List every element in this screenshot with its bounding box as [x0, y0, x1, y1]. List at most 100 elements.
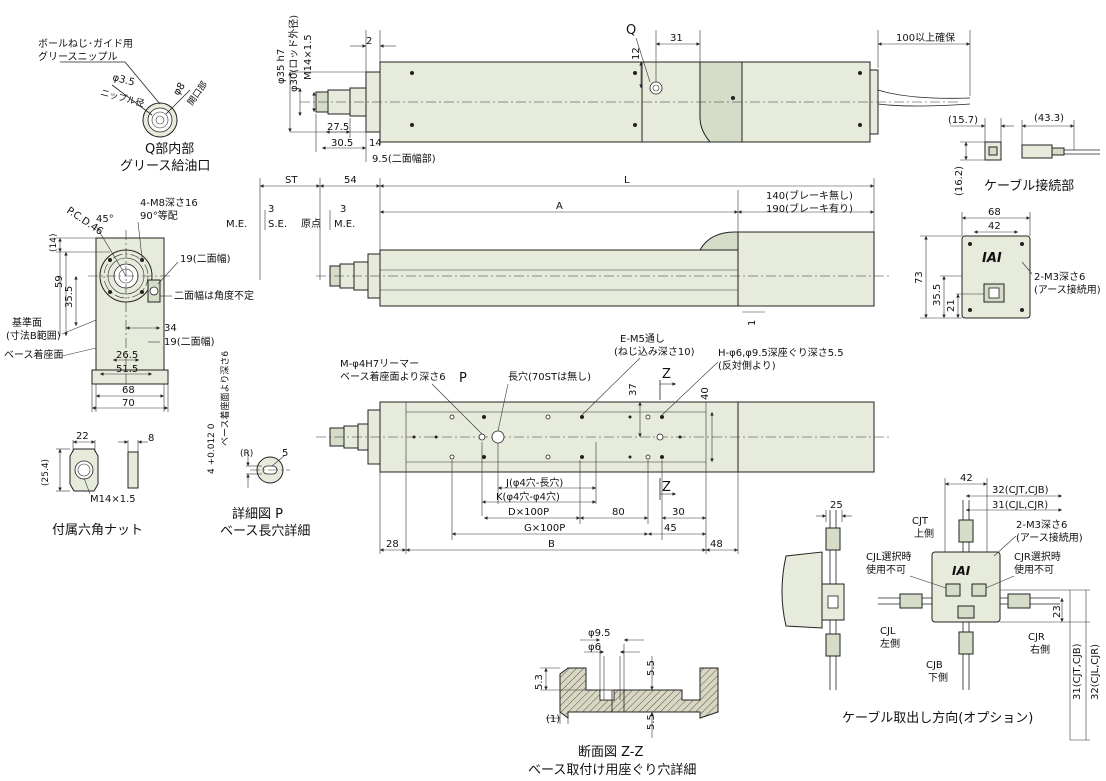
top-dim-100: 100以上確保: [896, 31, 955, 44]
zz-phi95: φ9.5: [588, 628, 611, 639]
side-view: ST 54 L A 140(ブレーキ無し) 190(ブレーキ有り) M.E. 3…: [226, 175, 890, 326]
front-deg45: 45°: [96, 214, 114, 225]
detail-p-sub-caption: ベース長穴詳細: [220, 523, 310, 539]
opt-cjb2: 下側: [928, 671, 948, 684]
bottom-dim-37: 37: [628, 383, 639, 396]
cable-dim-162: (16.2): [954, 166, 965, 196]
end-dim-21: 21: [946, 299, 957, 312]
top-dim-275: 27.5: [327, 122, 349, 133]
end-dim-355: 35.5: [932, 284, 943, 306]
zz-phi6: φ6: [588, 642, 601, 653]
bottom-b: B: [548, 539, 555, 550]
q-nipple-dia: ニップル径: [99, 86, 146, 109]
side-brake2: 190(ブレーキ有り): [766, 202, 853, 215]
q-opening: 開口部: [185, 79, 210, 108]
opt-dim-25: 25: [830, 500, 843, 511]
bottom-dim-40: 40: [700, 387, 711, 400]
bottom-k: K(φ4穴-φ4穴): [496, 490, 560, 503]
front-ref-b: (寸法B範囲): [6, 329, 61, 342]
cable-direction-caption: ケーブル取出し方向(オプション): [842, 710, 1033, 726]
opt-dim-23: 23: [1052, 605, 1063, 618]
opt-m3a: 2-M3深さ6: [1016, 519, 1067, 531]
top-dim-31: 31: [670, 33, 683, 44]
q-phi8: φ8: [171, 81, 187, 98]
opt-v31: 31(CJT,CJB): [1072, 643, 1083, 700]
top-q-label: Q: [626, 23, 636, 38]
bottom-g100: G×100P: [524, 523, 565, 534]
side-dim-54: 54: [344, 175, 357, 186]
front-dim-14: (14): [49, 234, 59, 252]
bottom-em5b: (ねじ込み深さ10): [614, 346, 695, 358]
cable-dim-157: (15.7): [948, 115, 978, 126]
cable-connection-caption: ケーブル接続部: [984, 178, 1074, 194]
side-st: ST: [285, 175, 298, 186]
top-dim-305: 30.5: [331, 138, 353, 149]
bottom-z2: Z: [662, 480, 671, 495]
zz-dim-53: 5.3: [534, 674, 545, 690]
side-dim-1: 1: [747, 320, 758, 326]
cable-dim-433: (43.3): [1034, 113, 1064, 124]
cable-option: 25 IAI 42 32(CJT,CJB) 31(CJL,CJR) CJT 上側: [781, 473, 1101, 741]
front-view: P.C.D.46 45° 4-M8深さ16 90°等配 (14) 59 35.5…: [4, 197, 254, 412]
opt-cjl-sel2: 使用不可: [866, 563, 906, 576]
opt-v32: 32(CJL,CJR): [1090, 644, 1101, 700]
top-phi35h7: φ35 h7: [276, 49, 287, 84]
q-detail: ボールねじ･ガイド用 グリースニップル φ3.5 ニップル径 φ8 開口部 Q部…: [38, 38, 210, 174]
nut-dim-8: 8: [148, 433, 154, 444]
top-dim-95: 9.5(二面幅部): [372, 152, 436, 165]
zz-dim-1: (1): [546, 714, 560, 725]
end-view: IAI 68 42 73 35.5 21 2-M3深さ6 (アース接続用): [914, 207, 1101, 319]
opt-cjl-sel1: CJL選択時: [866, 550, 912, 563]
side-me2: M.E.: [334, 219, 355, 230]
front-dim-515: 51.5: [116, 364, 138, 375]
bottom-ream1: M-φ4H7リーマー: [340, 359, 419, 370]
opt-cjr-sel1: CJR選択時: [1014, 550, 1061, 563]
zz-dim-55b: 5.5: [646, 714, 657, 730]
bottom-p: P: [459, 371, 467, 386]
nut-dim-22: 22: [76, 431, 89, 442]
side-dim-3a: 3: [268, 204, 274, 215]
grease-port-caption: グリース給油口: [120, 159, 210, 174]
opt-cjt2: 上側: [914, 527, 934, 540]
detail-p-caption: 詳細図 P: [232, 506, 283, 522]
q-internal-caption: Q部内部: [145, 141, 194, 157]
bottom-dim-80: 80: [612, 507, 625, 518]
top-view: 2 31 Q 12 100以上確保 φ35 h7 φ30(ロッド外径) M14×…: [276, 15, 971, 165]
front-angle-note: 二面幅は角度不定: [174, 289, 254, 302]
end-m3a: 2-M3深さ6: [1034, 271, 1085, 283]
top-dim-2: 2: [366, 36, 372, 47]
side-se: S.E.: [268, 219, 287, 230]
side-dim-3b: 3: [340, 204, 346, 215]
bottom-slot: 長穴(70STは無し): [508, 370, 591, 383]
opt-cjt-cjb: 32(CJT,CJB): [992, 485, 1049, 496]
opt-cjt1: CJT: [912, 516, 929, 527]
bottom-j: J(φ4穴-長穴): [505, 476, 563, 489]
nut-m14: M14×1.5: [90, 494, 136, 505]
q-nipple-label-2: グリースニップル: [38, 50, 118, 63]
zz-caption: 断面図 Z-Z: [578, 745, 644, 760]
bottom-h1: H-φ6,φ9.5深座ぐり深さ5.5: [718, 346, 844, 359]
end-dim-68: 68: [988, 207, 1001, 218]
opt-cjr2: 右側: [1030, 643, 1050, 656]
front-dim-19a: 19(二面幅): [180, 252, 231, 265]
bottom-dim-48: 48: [710, 539, 723, 550]
opt-dim-42: 42: [960, 473, 973, 484]
opt-cjl-cjr: 31(CJL,CJR): [992, 500, 1048, 511]
opt-cjl1: CJL: [880, 626, 896, 637]
bottom-z1: Z: [662, 367, 671, 382]
top-phi30: φ30(ロッド外径): [287, 15, 300, 92]
opt-m3b: (アース接続用): [1016, 531, 1083, 544]
top-dim-14: 14: [369, 138, 382, 149]
end-m3b: (アース接続用): [1034, 283, 1101, 296]
cable-connection: (15.7) (43.3) (16.2) ケーブル接続部: [948, 113, 1100, 196]
end-dim-42: 42: [988, 221, 1001, 232]
side-a: A: [556, 201, 563, 212]
top-dim-12: 12: [631, 47, 642, 60]
zz-dim-55a: 5.5: [646, 660, 657, 676]
front-m8a: 4-M8深さ16: [140, 197, 198, 209]
side-me1: M.E.: [226, 219, 247, 230]
side-brake1: 140(ブレーキ無し): [766, 189, 853, 202]
q-phi35: φ3.5: [111, 72, 136, 88]
bottom-ream2: ベース着座面より深さ6: [340, 370, 446, 383]
bottom-view: M-φ4H7リーマー ベース着座面より深さ6 P 長穴(70STは無し) E-M…: [316, 333, 890, 554]
